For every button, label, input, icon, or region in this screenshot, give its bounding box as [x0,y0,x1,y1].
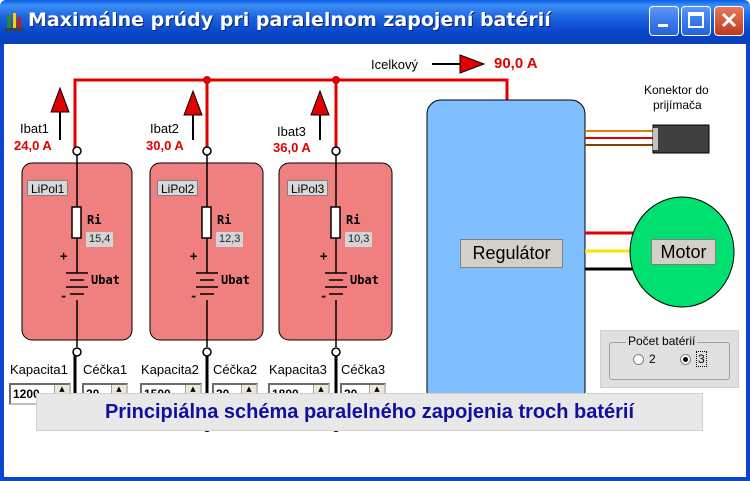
ubat-label-2: Ubat [221,273,250,287]
terminal-top-1 [72,146,82,156]
c1-label: Céčka1 [83,362,128,377]
junction-dot [332,76,340,84]
ibat1-label: Ibat1 [20,121,49,136]
radio-three-label[interactable]: 3 [696,351,707,367]
plus-sign-2: + [190,249,198,263]
ri-label-3: Ri [346,213,361,227]
battery-name-3: LiPol3 [287,180,329,196]
connector-label-line2: prijímača [653,98,702,112]
regulator-label: Regulátor [460,239,563,268]
terminal-top-3 [331,146,341,156]
motor-label: Motor [651,239,716,265]
window-frame-right [746,44,750,481]
ri-label-2: Ri [217,213,232,227]
window-frame-bottom [0,477,750,481]
capacity3-label: Kapacita3 [269,362,327,377]
battery-count-group: Počet batérií 2 3 [600,330,739,388]
ubat-label-1: Ubat [91,273,120,287]
battery-name-2: LiPol2 [157,180,199,196]
maximize-icon [688,12,704,28]
close-button[interactable] [714,6,744,36]
maximize-button[interactable] [681,6,711,36]
connector-wires [585,130,655,146]
minimize-button[interactable] [649,6,679,36]
minus-sign-2: - [190,289,198,303]
terminal-bottom-1 [72,347,82,357]
plus-sign-1: + [60,249,68,263]
connector-pins [653,128,658,150]
c3-label: Céčka3 [341,362,386,377]
minus-sign-3: - [320,289,328,303]
schematic-caption: Principiálna schéma paralelného zapojeni… [36,393,703,431]
window-title: Maximálne prúdy pri paralelnom zapojení … [28,9,551,31]
minimize-icon [658,24,668,27]
plus-sign-3: + [320,249,328,263]
close-icon [721,12,737,28]
terminal-bottom-2 [202,347,212,357]
capacity2-label: Kapacita2 [141,362,199,377]
battery-internals [66,155,347,347]
ibat2-value: 30,0 A [146,138,184,153]
ibat2-label: Ibat2 [150,121,179,136]
terminal-top-2 [202,146,212,156]
ri-value-2: 12,3 [216,232,244,247]
ibat3-value: 36,0 A [273,140,311,155]
current-arrow-icon [50,54,486,140]
red-wire-bus [73,78,509,150]
title-bar[interactable]: Maximálne prúdy pri paralelnom zapojení … [0,0,750,44]
c2-label: Céčka2 [213,362,258,377]
capacity1-value[interactable]: 1200 [13,387,40,401]
capacity1-label: Kapacita1 [10,362,68,377]
connector-label-line1: Konektor do [644,83,709,97]
ibat1-value: 24,0 A [14,138,52,153]
total-current-value: 90,0 A [494,55,538,72]
radio-two-batteries[interactable] [633,354,644,365]
terminal-bottom-3 [331,347,341,357]
ubat-label-3: Ubat [350,273,379,287]
ri-value-1: 15,4 [86,232,114,247]
total-current-label: Icelkový [371,57,418,72]
window-frame-left [0,44,4,481]
ri-label-1: Ri [87,213,102,227]
junction-dot [203,76,211,84]
minus-sign-1: - [60,289,68,303]
battery-name-1: LiPol1 [27,180,69,196]
ibat3-label: Ibat3 [277,124,306,139]
radio-three-batteries[interactable] [680,354,691,365]
receiver-connector [652,124,710,154]
radio-two-label[interactable]: 2 [649,352,656,366]
app-icon[interactable] [5,11,23,31]
ri-value-3: 10,3 [345,232,373,247]
battery-count-legend: Počet batérií [626,334,698,348]
